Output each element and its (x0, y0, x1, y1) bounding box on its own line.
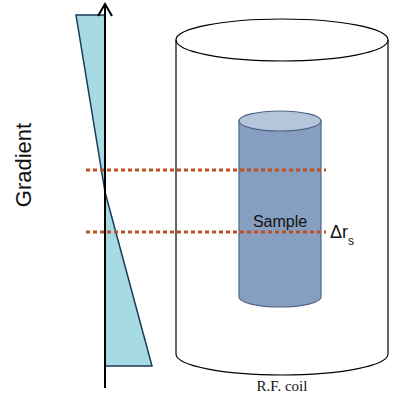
axis-line (104, 6, 106, 388)
node-outline (238, 110, 322, 308)
rf-coil: R.F. coilSample (175, 18, 389, 376)
sample-body (239, 121, 321, 307)
sample-label: Sample (253, 213, 307, 231)
sample-top (239, 111, 321, 131)
gradient-triangle (76, 15, 105, 192)
sample-cylinder: Sample (238, 110, 322, 308)
coil-top (176, 19, 388, 61)
axis-label: Gradient (11, 123, 37, 207)
gradient-triangle (105, 192, 152, 366)
slice-width-subscript: s (348, 234, 354, 248)
coil-label: R.F. coil (257, 378, 308, 395)
coil-body (176, 40, 388, 375)
axis-arrowhead (98, 4, 112, 16)
slice-width-label: Δr (330, 222, 348, 243)
